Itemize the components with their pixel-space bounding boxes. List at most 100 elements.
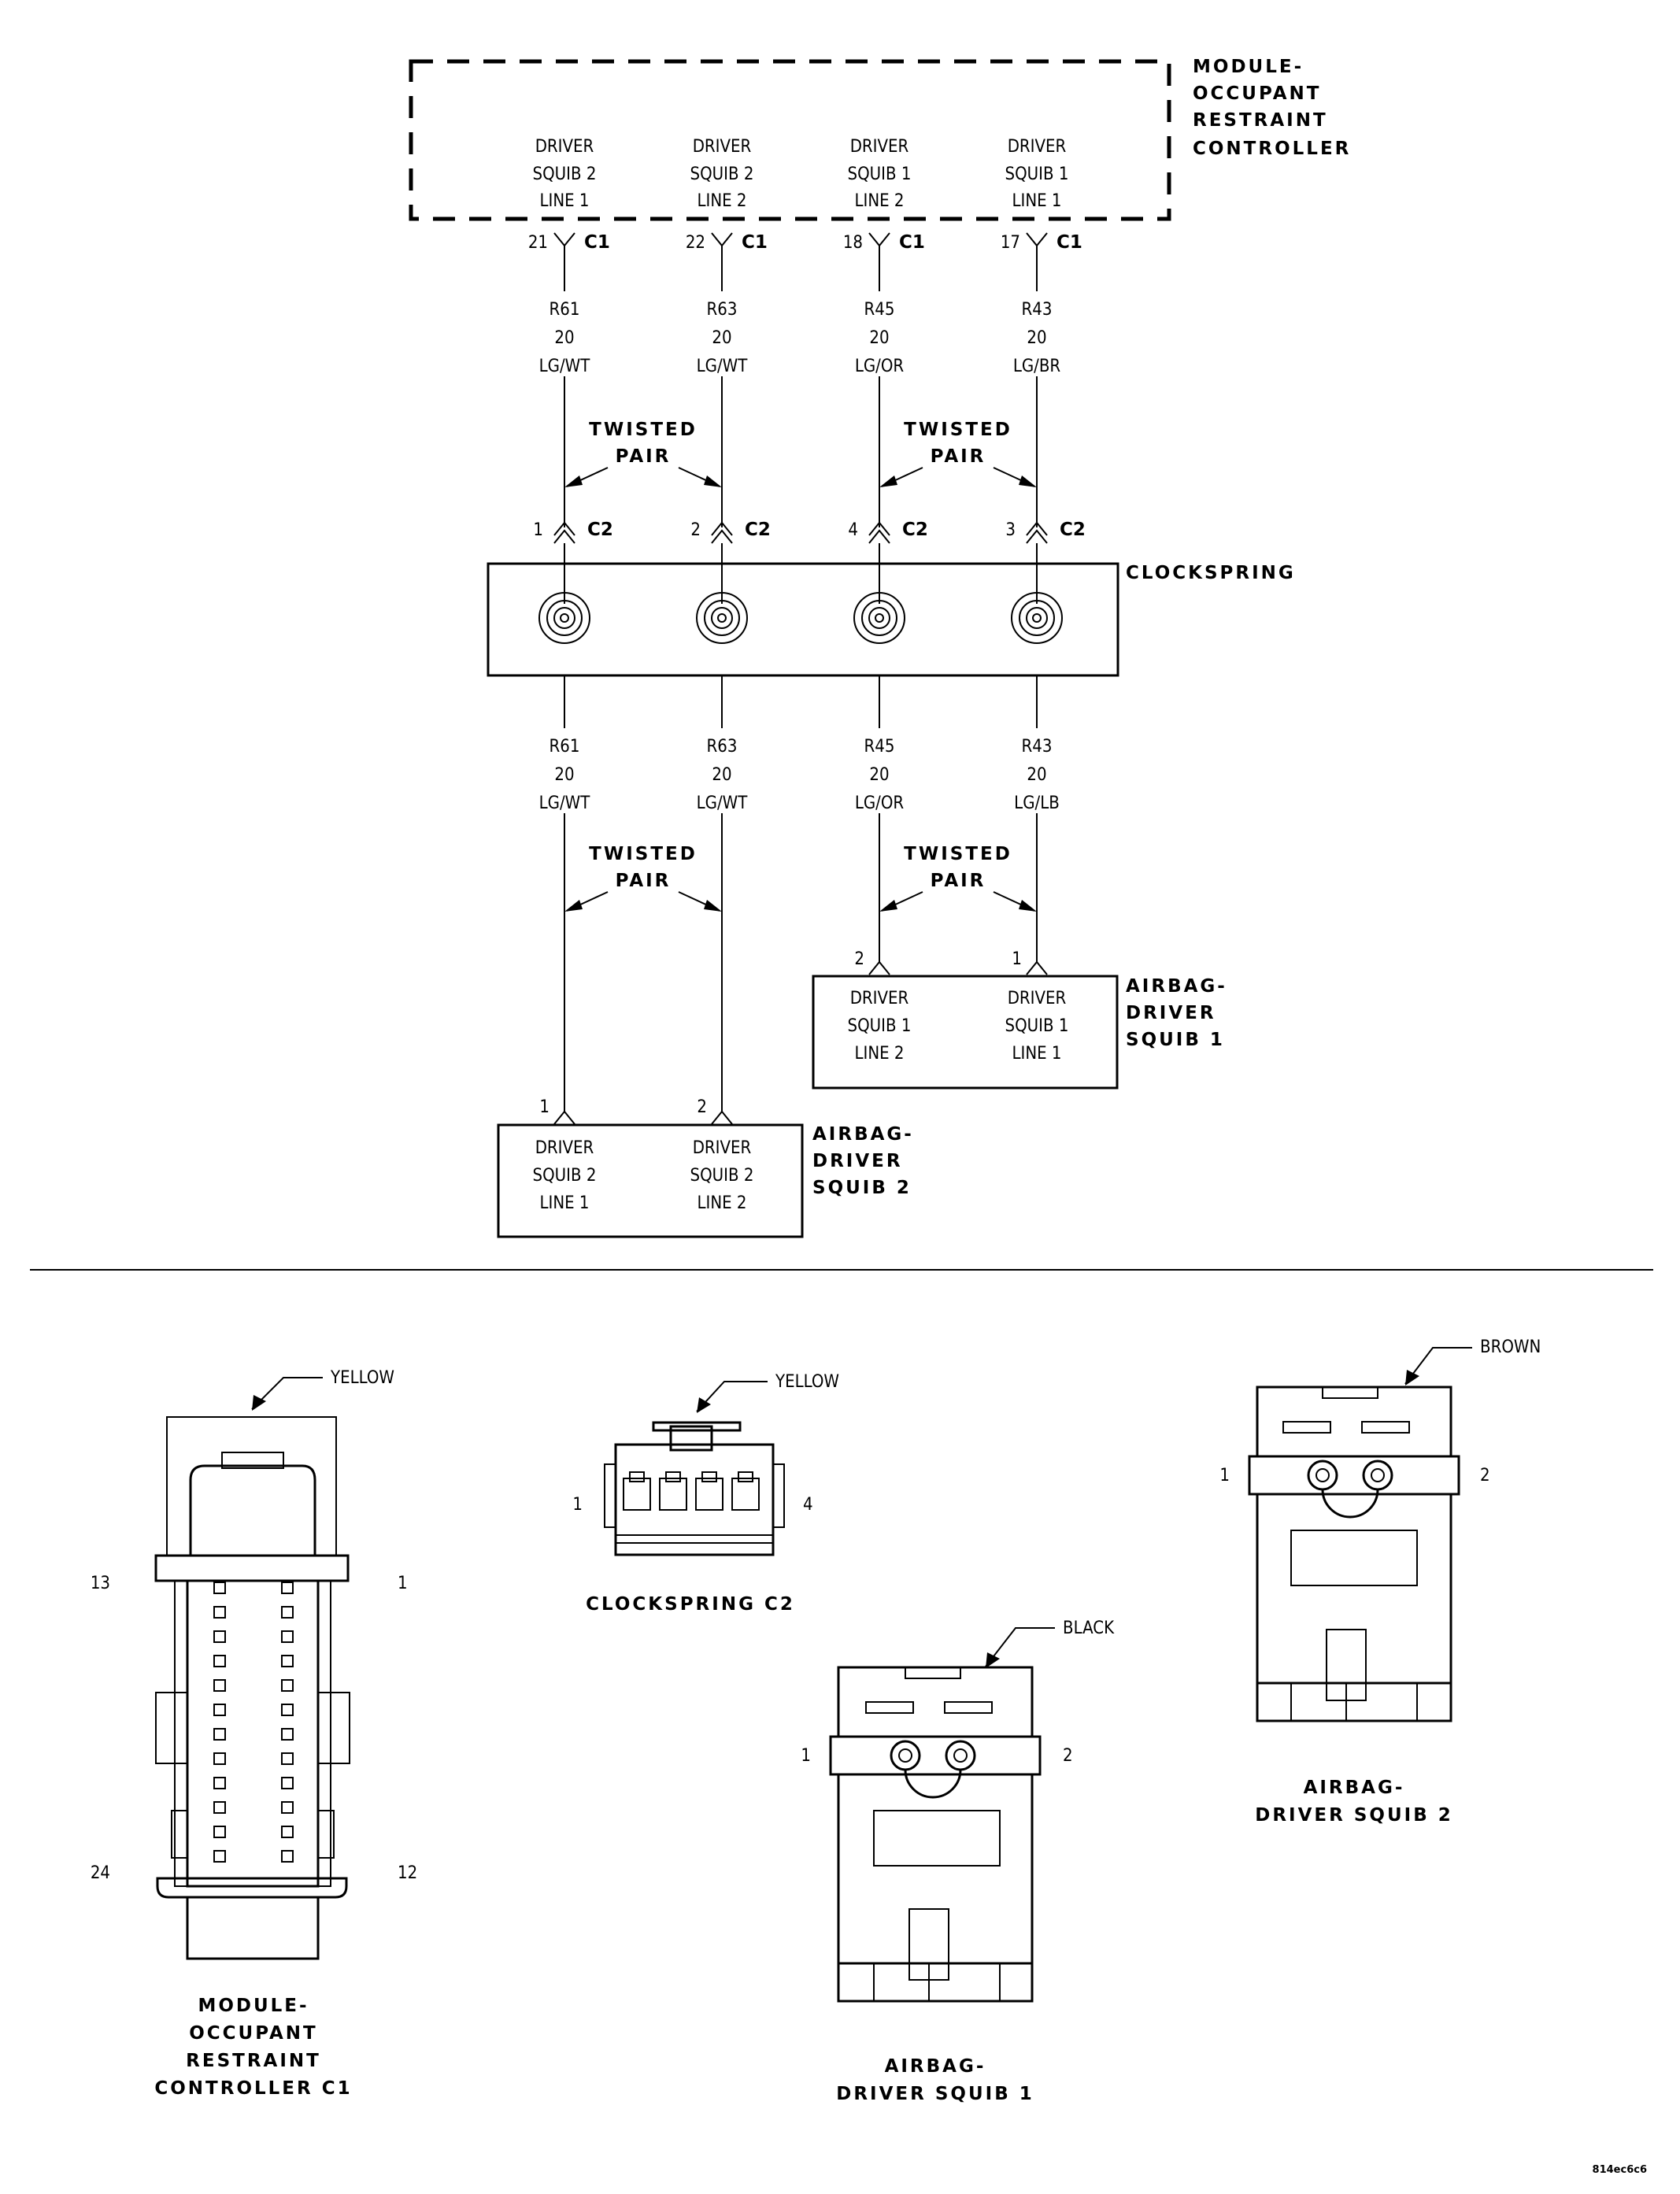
c1-cavity: [213, 1850, 226, 1863]
pin-label: DRIVER: [1008, 989, 1067, 1008]
wire-color: LG/LB: [1014, 794, 1060, 813]
squib1-color-label: BLACK: [1063, 1619, 1115, 1638]
c1-cavity: [213, 1655, 226, 1667]
c1-cavity: [213, 1582, 226, 1594]
c1-cavity: [281, 1679, 294, 1692]
coil-icon: [853, 592, 905, 644]
c1-cavity: [213, 1777, 226, 1789]
c1-cavity: [213, 1801, 226, 1814]
wire-circuit: R45: [864, 300, 895, 320]
squib1-pin-2: 2: [1063, 1746, 1073, 1766]
c1-pin-24: 24: [91, 1863, 110, 1883]
arrow-head: [879, 475, 897, 487]
clockspring-c2-cavities: 1 C2 2 C2 4 C2 3 C2: [533, 520, 1086, 544]
c2-terminal-symbol: [868, 521, 890, 544]
squib-1-title: DRIVER: [1126, 1003, 1216, 1023]
connector-view-module-c1: YELLOW 13 1 24 12 MODULE- OCCUPANT RESTR…: [91, 1368, 417, 2099]
arrow-head: [1405, 1370, 1419, 1386]
connector-view-clockspring-c2: YELLOW 1 4 CLOCKSPRING C2: [572, 1372, 839, 1615]
module-title-line-2: OCCUPANT: [1193, 83, 1321, 104]
coil-icon: [696, 592, 748, 644]
wire-color: LG/WT: [539, 357, 591, 376]
c1-cavity: [281, 1704, 294, 1716]
squib-2-title: AIRBAG-: [812, 1124, 914, 1145]
lower-wire-labels: R61 20 LG/WT R63 20 LG/WT R45 20 LG/OR R…: [539, 737, 1060, 813]
pin-label: LINE 1: [1012, 1044, 1061, 1064]
squib-2-box: [497, 1123, 804, 1238]
c2-color-label: YELLOW: [775, 1372, 839, 1392]
connector-ref: C2: [745, 520, 771, 540]
c2-terminal-symbol: [553, 521, 575, 544]
squib-1-title: AIRBAG-: [1126, 976, 1227, 997]
squib2-color-label: BROWN: [1480, 1337, 1541, 1357]
c2-caption: CLOCKSPRING C2: [586, 1594, 795, 1615]
twisted-pair-text: PAIR: [931, 871, 986, 891]
terminal-symbol: [868, 960, 890, 975]
cavity-number: 1: [533, 520, 543, 540]
wire-gauge: 20: [1027, 765, 1046, 785]
module-pin-label: LINE 1: [1012, 191, 1061, 211]
wire-gauge: 20: [554, 765, 574, 785]
c1-cavity: [281, 1728, 294, 1741]
cavity-number: 3: [1005, 520, 1016, 540]
module-pin-labels: DRIVER SQUIB 2 LINE 1 DRIVER SQUIB 2 LIN…: [533, 137, 1069, 211]
c1-cavity: [281, 1582, 294, 1594]
c1-cavity-grid: [213, 1582, 294, 1863]
module-pin-label: LINE 1: [539, 191, 589, 211]
twisted-pair-text: PAIR: [616, 446, 672, 467]
arrow-head: [252, 1395, 266, 1411]
upper-wire-labels: R61 20 LG/WT R63 20 LG/WT R45 20 LG/OR R…: [539, 300, 1061, 376]
c1-cavity: [281, 1850, 294, 1863]
wire-circuit: R61: [550, 737, 580, 757]
module-title-line-3: RESTRAINT: [1193, 110, 1328, 131]
module-c1-cavities: 21 C1 22 C1 18 C1 17 C1: [528, 232, 1082, 253]
module-pin-label: SQUIB 1: [1005, 165, 1069, 184]
color-leader: [251, 1377, 323, 1410]
c1-pin-12: 12: [398, 1863, 417, 1883]
arrow-head: [697, 1397, 711, 1413]
arrow-head: [704, 475, 722, 487]
terminal-symbol: [553, 232, 575, 247]
upper-wires: [564, 246, 1038, 527]
squib2-pin-2: 2: [1480, 1466, 1490, 1485]
figure-id: 814ec6c6: [1593, 2164, 1647, 2176]
twisted-pair-text: TWISTED: [904, 844, 1012, 864]
module-pin-label: DRIVER: [1008, 137, 1067, 157]
wire-gauge: 20: [1027, 328, 1046, 348]
lower-wires: [564, 675, 1038, 1112]
c1-caption: OCCUPANT: [189, 2023, 317, 2044]
c1-cavity: [213, 1679, 226, 1692]
coil-icon: [538, 592, 590, 644]
c1-color-label: YELLOW: [330, 1368, 394, 1388]
terminal-symbol: [868, 232, 890, 247]
cavity-number: 4: [848, 520, 858, 540]
connector-ref: C1: [742, 232, 768, 253]
terminal-symbol: [553, 1110, 575, 1125]
pin-label: DRIVER: [850, 989, 909, 1008]
wire-circuit: R43: [1022, 300, 1053, 320]
terminal-symbol: [1026, 232, 1048, 247]
wire-color: LG/BR: [1013, 357, 1061, 376]
c1-caption: CONTROLLER C1: [154, 2078, 352, 2099]
module-pin-label: DRIVER: [850, 137, 909, 157]
twisted-pair-text: TWISTED: [589, 420, 698, 440]
wire-color: LG/WT: [539, 794, 591, 813]
wire-gauge: 20: [712, 765, 731, 785]
pin-label: SQUIB 2: [690, 1166, 754, 1186]
cavity-number: 21: [528, 233, 548, 253]
twisted-pair-lower-left: TWISTED PAIR: [564, 844, 722, 912]
c1-cavity: [281, 1655, 294, 1667]
module-pin-label: SQUIB 2: [690, 165, 754, 184]
squib1-pin-1: 1: [801, 1746, 811, 1766]
pin-label: SQUIB 2: [533, 1166, 597, 1186]
coil-icon: [1011, 592, 1063, 644]
squib1-caption: AIRBAG-: [885, 2056, 986, 2077]
module-pin-label: SQUIB 2: [533, 165, 597, 184]
c1-cavity: [213, 1606, 226, 1619]
wire-color: LG/WT: [697, 794, 749, 813]
twisted-pair-text: TWISTED: [589, 844, 698, 864]
c1-caption: MODULE-: [198, 1996, 309, 2016]
color-leader: [696, 1381, 768, 1412]
module-pin-label: DRIVER: [535, 137, 594, 157]
c1-cavity: [213, 1752, 226, 1765]
